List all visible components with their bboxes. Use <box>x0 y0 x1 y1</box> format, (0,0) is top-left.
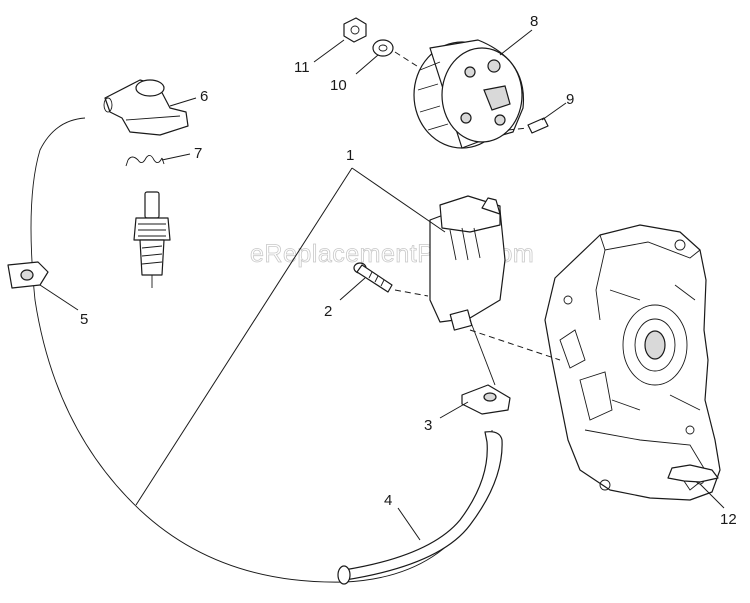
leader-6 <box>169 97 197 107</box>
leader-3 <box>439 401 469 419</box>
callout-11: 11 <box>294 59 310 76</box>
axis-line-coil <box>469 329 561 361</box>
callout-12: 12 <box>720 511 737 528</box>
leader-12 <box>699 483 725 509</box>
leader-11 <box>313 39 345 63</box>
callout-6: 6 <box>200 88 208 105</box>
wire-grommet-5 <box>7 261 49 289</box>
leader-lines <box>39 29 725 541</box>
callout-3: 3 <box>424 417 432 434</box>
callout-2: 2 <box>324 303 332 320</box>
leader-8 <box>499 29 533 56</box>
axis-line-flywheel <box>394 51 421 69</box>
callout-1: 1 <box>346 147 354 164</box>
nut-11 <box>343 17 367 43</box>
grommet-3 <box>461 384 511 415</box>
leader-1a <box>351 167 446 233</box>
callout-5: 5 <box>80 311 88 328</box>
leader-5 <box>39 284 79 311</box>
leader-7 <box>161 153 191 161</box>
ignition-wire-4 <box>30 117 503 585</box>
spark-plug <box>133 191 171 288</box>
leader-1b <box>135 167 353 506</box>
axis-line-screw <box>394 289 429 297</box>
leader-2 <box>339 277 366 301</box>
flywheel-8 <box>413 39 525 149</box>
ignition-coil-1 <box>429 195 506 386</box>
wire-clip-12 <box>667 464 719 491</box>
leader-9 <box>541 102 567 121</box>
callout-9: 9 <box>566 91 574 108</box>
callout-labels: 1 2 3 4 5 6 7 8 9 10 11 12 <box>80 13 737 528</box>
callout-4: 4 <box>384 492 392 509</box>
leader-4 <box>397 507 421 541</box>
axis-line-key <box>507 127 529 131</box>
callout-7: 7 <box>194 145 202 162</box>
spark-plug-cap-6 <box>103 79 189 136</box>
flywheel-key-9 <box>527 117 549 134</box>
leader-10 <box>355 54 379 75</box>
spring-7 <box>125 155 165 167</box>
crankcase-housing <box>544 224 721 501</box>
callout-10: 10 <box>330 77 347 94</box>
washer-10 <box>372 39 394 57</box>
callout-8: 8 <box>530 13 538 30</box>
screw-2 <box>353 262 393 293</box>
